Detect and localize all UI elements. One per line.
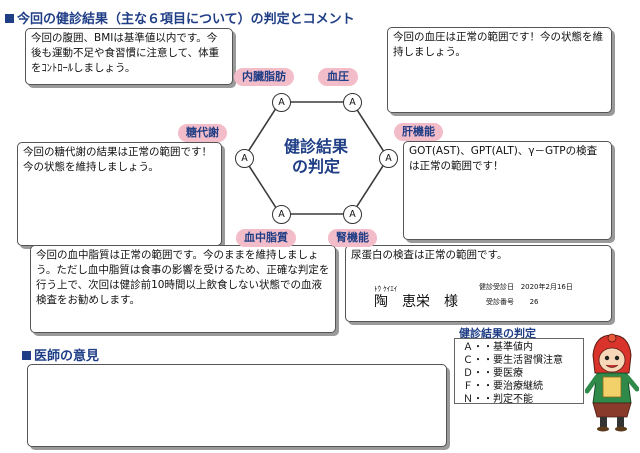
mascot-illustration xyxy=(585,333,639,432)
legend-item-c: Ｃ・・要生活習慣注意 xyxy=(463,355,563,366)
exam-number-label: 受診番号 xyxy=(486,298,514,306)
doctor-header-text: 医師の意見 xyxy=(34,349,100,364)
center-label-line1: 健診結果 xyxy=(283,137,348,156)
exam-number-row: 受診番号 26 xyxy=(486,297,539,307)
header-square-icon xyxy=(5,14,14,23)
comment-kecchuushishitsu-text: 今回の血中脂質は正常の範囲です。今のままを維持しましょう。ただし血中脂質は食事の… xyxy=(36,249,330,306)
comment-ketsuatsu-text: 今回の血圧は正常の範囲です！今の状態を維持しましょう。 xyxy=(393,31,603,58)
comment-jinkinou-text: 尿蛋白の検査は正常の範囲です。 xyxy=(351,249,508,261)
comment-box-ketsuatsu: 今回の血圧は正常の範囲です！今の状態を維持しましょう。 xyxy=(387,27,612,113)
legend-item-a: Ａ・・基準値内 xyxy=(463,342,533,353)
category-pill-jinkinou: 腎機能 xyxy=(328,229,377,247)
grade-circle-naizoushibou: A xyxy=(272,93,291,112)
exam-number-value: 26 xyxy=(529,298,539,306)
category-pill-toudaisha: 糖代謝 xyxy=(178,124,227,142)
center-label-line2: の判定 xyxy=(291,157,340,176)
grade-circle-toudaisha: A xyxy=(235,149,254,168)
doctor-opinion-box xyxy=(27,364,447,447)
results-section-header: 今回の健診結果（主な６項目について）の判定とコメント xyxy=(5,8,355,27)
comment-box-jinkinou: 尿蛋白の検査は正常の範囲です。 ﾄｳ ｹｲｴｲ 陶 恵栄 様 健診受診日 202… xyxy=(345,245,612,322)
patient-name: 陶 恵栄 様 xyxy=(374,294,458,310)
patient-furigana: ﾄｳ ｹｲｴｲ xyxy=(374,285,398,293)
grade-circle-ketsuatsu: A xyxy=(343,93,362,112)
comment-box-kankinou: GOT(AST)、GPT(ALT)、γ－GTPの検査は正常の範囲です！ xyxy=(403,141,612,240)
legend-item-f: Ｆ・・要治療継続 xyxy=(463,381,543,392)
legend-item-d: Ｄ・・要医療 xyxy=(463,368,523,379)
exam-date-row: 健診受診日 2020年2月16日 xyxy=(479,282,573,292)
legend-box: Ａ・・基準値内 Ｃ・・要生活習慣注意 Ｄ・・要医療 Ｆ・・要治療継続 Ｎ・・判定… xyxy=(454,338,584,405)
category-pill-kecchuushishitsu: 血中脂質 xyxy=(236,229,296,247)
comment-box-naizoushibou: 今回の腹囲、BMIは基準値以内です。今後も運動不足や食習慣に注意して、体重をｺﾝ… xyxy=(25,28,233,85)
exam-date-label: 健診受診日 xyxy=(479,283,514,291)
results-header-text: 今回の健診結果（主な６項目について）の判定とコメント xyxy=(17,12,355,27)
header-square-icon xyxy=(22,351,31,360)
category-pill-kankinou: 肝機能 xyxy=(394,123,443,141)
grade-circle-kecchuushishitsu: A xyxy=(272,205,291,224)
category-pill-naizoushibou: 内臓脂肪 xyxy=(234,68,294,86)
exam-date-value: 2020年2月16日 xyxy=(520,283,573,291)
grade-circle-jinkinou: A xyxy=(343,205,362,224)
comment-box-kecchuushishitsu: 今回の血中脂質は正常の範囲です。今のままを維持しましょう。ただし血中脂質は食事の… xyxy=(30,245,336,333)
comment-toudaisha-text: 今回の糖代謝の結果は正常の範囲です！今の状態を維持しましょう。 xyxy=(23,146,212,173)
center-label: 健診結果 の判定 xyxy=(262,137,370,177)
grade-circle-kankinou: A xyxy=(379,149,398,168)
comment-kankinou-text: GOT(AST)、GPT(ALT)、γ－GTPの検査は正常の範囲です！ xyxy=(409,145,598,172)
doctor-section-header: 医師の意見 xyxy=(22,345,99,364)
comment-naizoushibou-text: 今回の腹囲、BMIは基準値以内です。今後も運動不足や食習慣に注意して、体重をｺﾝ… xyxy=(31,32,220,74)
legend-item-n: Ｎ・・判定不能 xyxy=(463,394,533,405)
category-pill-ketsuatsu: 血圧 xyxy=(318,68,358,86)
legend-title: 健診結果の判定 xyxy=(459,327,536,340)
